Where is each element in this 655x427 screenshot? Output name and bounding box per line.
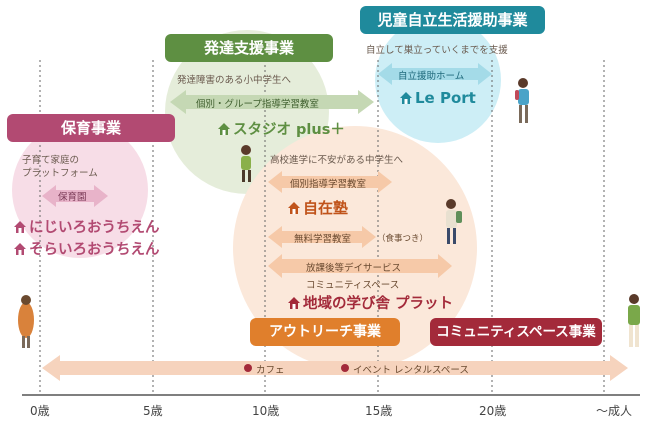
jidou-header: 児童自立生活援助事業 bbox=[360, 6, 545, 34]
event-dot bbox=[341, 364, 349, 372]
place-sorairo-label: そらいろおうちえん bbox=[29, 242, 160, 258]
house-icon bbox=[400, 92, 412, 104]
house-icon bbox=[14, 221, 26, 233]
community-arrow bbox=[42, 355, 628, 381]
place-leport: Le Port bbox=[400, 89, 476, 107]
person-adult-icon bbox=[628, 294, 640, 347]
place-sorairo: そらいろおうちえん bbox=[14, 238, 160, 259]
age-tick-5: 5歳 bbox=[143, 404, 163, 418]
place-nijiiro: にじいろおうちえん bbox=[14, 216, 160, 237]
place-jizaijuku: 自在塾 bbox=[288, 197, 348, 218]
hoiku-desc-line1: 子育て家庭の bbox=[22, 155, 80, 166]
hoiku-arrow-label: 保育園 bbox=[58, 192, 87, 203]
hoiku-desc-line2: プラットフォーム bbox=[22, 168, 98, 179]
hattatsu-header: 発達支援事業 bbox=[165, 34, 333, 62]
center-arrow1-label: 個別指導学習教室 bbox=[290, 179, 367, 190]
place-jizaijuku-label: 自在塾 bbox=[303, 199, 349, 217]
community-space-label: コミュニティスペース bbox=[306, 280, 400, 291]
age-tick-20: 20歳 bbox=[479, 404, 507, 418]
hattatsu-arrow bbox=[170, 90, 374, 114]
house-icon bbox=[14, 243, 26, 255]
center-arrow-2 bbox=[268, 226, 376, 248]
house-icon bbox=[288, 297, 300, 309]
age-tick-0: 0歳 bbox=[30, 404, 50, 418]
cafe-dot bbox=[244, 364, 252, 372]
place-manabiya-label: 地域の学び舎 プラット bbox=[303, 296, 454, 312]
jidou-arrow bbox=[378, 63, 492, 85]
person-toddler-icon bbox=[18, 295, 34, 348]
community-header: コミュニティスペース事業 bbox=[430, 318, 602, 346]
event-label: イベント レンタルスペース bbox=[353, 365, 469, 376]
hattatsu-arrow-label: 個別・グループ指導学習教室 bbox=[196, 99, 319, 110]
person-teen-icon bbox=[515, 78, 529, 123]
cafe-label: カフェ bbox=[256, 365, 285, 376]
outreach-header: アウトリーチ事業 bbox=[250, 318, 400, 346]
age-tick-adult: 〜成人 bbox=[596, 404, 633, 418]
person-child-icon bbox=[241, 145, 251, 182]
center-arrow2-label: 無料学習教室 bbox=[294, 234, 352, 245]
center-arrow2-note: （食事つき） bbox=[377, 234, 429, 244]
person-student-icon bbox=[446, 199, 462, 244]
place-nijiiro-label: にじいろおうちえん bbox=[29, 220, 160, 236]
center-desc: 高校進学に不安がある中学生へ bbox=[270, 155, 404, 166]
age-tick-10: 10歳 bbox=[252, 404, 280, 418]
place-manabiya: 地域の学び舎 プラット bbox=[288, 292, 453, 313]
center-arrow-1 bbox=[268, 171, 392, 193]
jidou-arrow-label: 自立援助ホーム bbox=[398, 71, 465, 82]
hoiku-header: 保育事業 bbox=[7, 114, 175, 142]
age-tick-15: 15歳 bbox=[365, 404, 393, 418]
house-icon bbox=[288, 202, 300, 214]
hattatsu-desc: 発達障害のある小中学生へ bbox=[177, 75, 292, 86]
jidou-desc: 自立して巣立っていくまでを支援 bbox=[366, 45, 508, 56]
house-icon bbox=[218, 123, 230, 135]
place-leport-label: Le Port bbox=[415, 89, 476, 107]
place-studio-label: スタジオ plus＋ bbox=[233, 122, 345, 138]
center-arrow-3 bbox=[268, 254, 452, 278]
hoiku-arrow bbox=[42, 185, 108, 207]
center-arrow3-label: 放課後等デイサービス bbox=[306, 263, 402, 274]
place-studio: スタジオ plus＋ bbox=[218, 118, 345, 139]
